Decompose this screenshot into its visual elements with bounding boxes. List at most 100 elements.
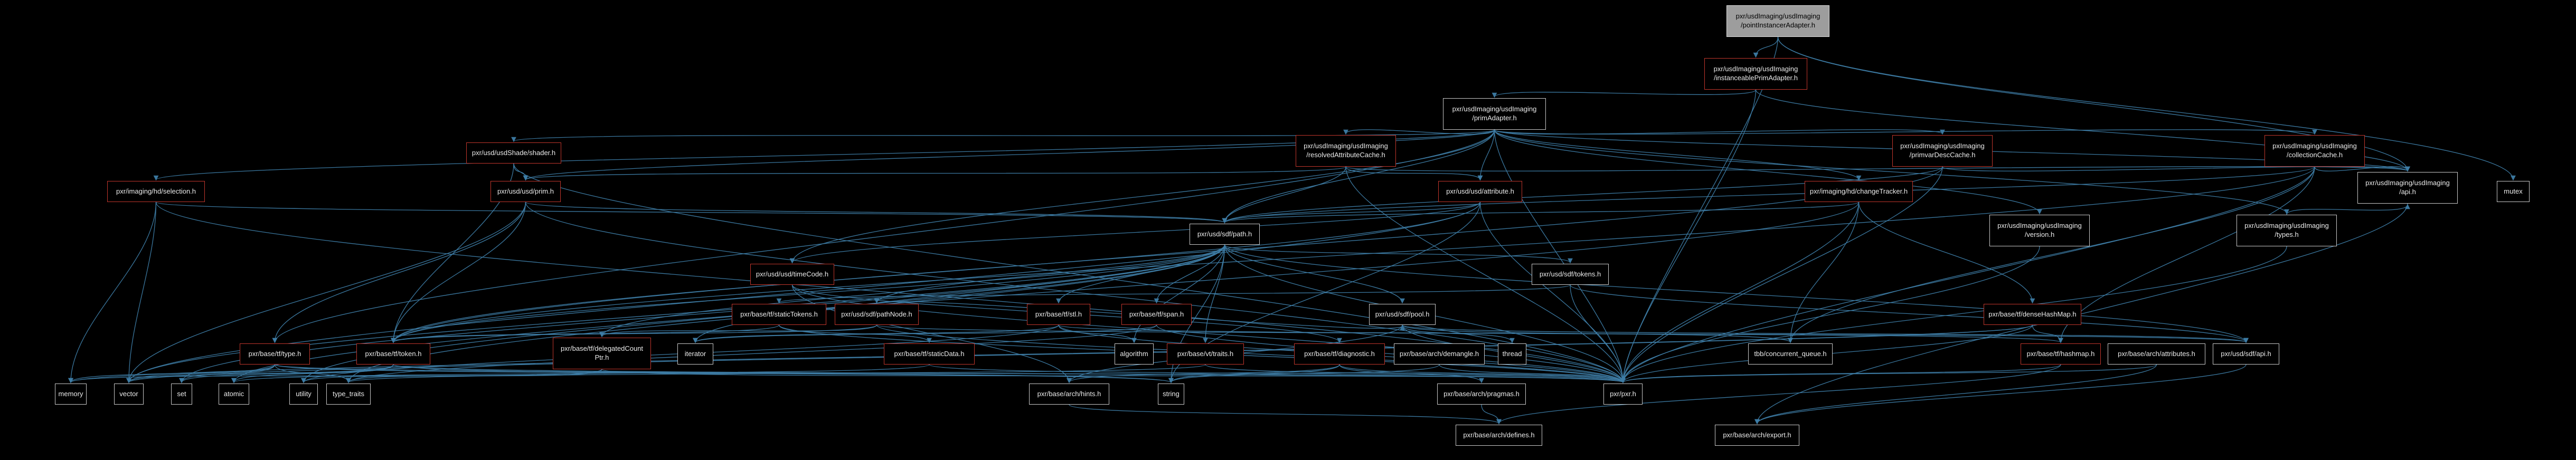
graph-node-statictokens[interactable]: pxr/base/tf/staticTokens.h [732,304,826,325]
graph-node-label: pxr/usdImaging/usdImaging [1997,222,2082,230]
graph-node-pxr[interactable]: pxr/pxr.h [1603,384,1643,405]
graph-node-pathnode[interactable]: pxr/usd/sdf/pathNode.h [835,304,919,325]
graph-node-label: pxr/base/arch/export.h [1723,430,1791,439]
include-edge-tftype-to-typetraits [274,364,351,384]
graph-node-staticdata[interactable]: pxr/base/tf/staticData.h [884,343,975,365]
graph-node-label: tbb/concurrent_queue.h [1754,349,1827,358]
graph-node-pa[interactable]: pxr/usdImaging/usdImaging/primAdapter.h [1443,98,1546,130]
graph-node-stl[interactable]: pxr/base/tf/stl.h [1027,304,1090,325]
include-edge-ipa-to-pa [1492,89,1757,98]
include-edge-dcp-to-utility [301,369,602,384]
graph-node-densehash[interactable]: pxr/base/tf/denseHashMap.h [1984,304,2081,325]
graph-node-tbbq: tbb/concurrent_queue.h [1748,343,1833,365]
graph-node-diag[interactable]: pxr/base/tf/diagnostic.h [1294,343,1385,365]
graph-node-label: /api.h [2399,188,2416,196]
graph-node-label: iterator [684,349,706,358]
graph-node-pool[interactable]: pxr/usd/sdf/pool.h [1369,304,1436,325]
include-edge-pa-to-cc [1494,129,2317,135]
include-edge-pa-to-attr [1477,129,1495,181]
include-edge-prim-to-vector [126,202,526,384]
graph-node-label: pxr/base/tf/type.h [248,349,301,358]
include-edge-diag-to-pxr [1339,364,1626,384]
graph-node-label: pxr/imaging/hd/selection.h [116,187,196,195]
include-edge-archhints-to-archdefines [1069,404,1502,425]
graph-node-hashmap[interactable]: pxr/base/tf/hashmap.h [2021,343,2101,365]
include-edge-timecode-to-pxr [791,284,1626,384]
graph-node-pia: pxr/usdImaging/usdImaging/pointInstancer… [1726,5,1829,37]
graph-node-label: pxr/usd/sdf/path.h [1197,229,1252,238]
include-edge-tftype-to-set [179,364,276,384]
graph-node-string: string [1158,384,1184,405]
graph-node-sdftokens[interactable]: pxr/usd/sdf/tokens.h [1532,264,1609,285]
include-edge-span-to-iterator [693,324,1157,343]
graph-node-label: pxr/base/tf/delegatedCount [560,344,644,353]
graph-node-cc[interactable]: pxr/usdImaging/usdImaging/collectionCach… [2264,135,2365,167]
include-edge-sel-to-memory [68,202,157,384]
include-edge-prim-to-tftype [272,202,526,343]
include-edge-statictokens-to-staticdata [778,324,932,343]
include-edge-path-to-pathnode [874,244,1225,304]
graph-node-archdefines[interactable]: pxr/base/arch/defines.h [1456,425,1542,446]
graph-node-label: pxr/base/tf/span.h [1129,310,1184,318]
graph-node-vttraits[interactable]: pxr/base/vt/traits.h [1167,343,1244,365]
graph-node-shader[interactable]: pxr/usd/usdShade/shader.h [466,142,561,164]
include-edge-diag-to-archpragmas [1339,364,1484,384]
graph-node-label: /primvarDescCache.h [1909,151,1976,159]
graph-node-label: pxr/base/tf/staticData.h [894,349,965,358]
graph-node-types[interactable]: pxr/usdImaging/usdImaging/types.h [2237,215,2337,246]
graph-node-label: pxr/base/vt/traits.h [1177,349,1234,358]
include-edge-diag-to-string [1168,364,1340,384]
graph-node-typetraits: type_traits [326,384,371,405]
include-edge-dcp-to-typetraits [346,369,602,384]
graph-node-rac[interactable]: pxr/usdImaging/usdImaging/resolvedAttrib… [1296,135,1396,167]
graph-node-label: Ptr.h [595,353,609,361]
include-edge-path-to-sdftokens [1224,244,1573,264]
graph-node-label: /types.h [2275,231,2299,238]
graph-node-version[interactable]: pxr/usdImaging/usdImaging/version.h [1989,215,2090,246]
include-edge-vttraits-to-typetraits [346,364,1206,384]
graph-node-pdc[interactable]: pxr/usdImaging/usdImaging/primvarDescCac… [1892,135,1993,167]
graph-node-archpragmas[interactable]: pxr/base/arch/pragmas.h [1437,384,1526,405]
graph-node-archdemangle[interactable]: pxr/base/arch/demangle.h [1394,343,1485,365]
graph-node-timecode[interactable]: pxr/usd/usd/timeCode.h [750,264,834,285]
include-edge-cc-to-path [1222,166,2315,224]
graph-node-tftoken[interactable]: pxr/base/tf/token.h [356,343,430,365]
graph-node-label: pxr/usdImaging/usdImaging [1304,142,1388,150]
include-edge-archattr-to-pxr [1620,364,2157,384]
graph-node-utility: utility [289,384,318,405]
graph-node-ipa[interactable]: pxr/usdImaging/usdImaging/instanceablePr… [1704,58,1807,90]
graph-node-path[interactable]: pxr/usd/sdf/path.h [1190,224,1260,245]
graph-node-label: pxr/base/tf/diagnostic.h [1304,349,1375,358]
graph-node-api[interactable]: pxr/usdImaging/usdImaging/api.h [2357,172,2458,204]
graph-node-label: pxr/base/tf/stl.h [1035,310,1082,318]
include-edge-tftype-to-string [274,364,1174,384]
graph-node-ct[interactable]: pxr/imaging/hd/changeTracker.h [1805,181,1913,202]
graph-node-tftype[interactable]: pxr/base/tf/type.h [240,343,310,365]
include-edge-archdemangle-to-pxr [1439,364,1626,384]
graph-node-span[interactable]: pxr/base/tf/span.h [1121,304,1192,325]
include-edge-pa-to-sel [154,129,1495,181]
include-edge-archattr-to-archexport [1754,364,2157,425]
graph-node-label: pxr/base/tf/hashmap.h [2026,349,2095,358]
include-edge-path-to-sdfapi [1224,244,2249,343]
graph-node-archattr[interactable]: pxr/base/arch/attributes.h [2108,343,2205,365]
graph-node-set: set [171,384,192,405]
graph-node-label: /version.h [2024,231,2055,238]
graph-node-sel[interactable]: pxr/imaging/hd/selection.h [107,181,205,202]
graph-node-sdfapi[interactable]: pxr/usd/sdf/api.h [2213,343,2279,365]
graph-node-archhints[interactable]: pxr/base/arch/hints.h [1029,384,1109,405]
include-edge-pia-to-mutex [1777,36,2516,181]
graph-node-attr[interactable]: pxr/usd/usd/attribute.h [1438,181,1522,202]
graph-node-label: pxr/base/tf/denseHashMap.h [1988,310,2077,318]
graph-node-label: pxr/usdImaging/usdImaging [2365,179,2450,187]
include-edge-tftype-to-memory [68,364,276,384]
graph-node-archexport[interactable]: pxr/base/arch/export.h [1715,425,1799,446]
include-edge-path-to-tftoken [391,244,1225,343]
graph-node-label: /primAdapter.h [1472,114,1517,122]
graph-node-prim[interactable]: pxr/usd/usd/prim.h [490,181,561,202]
graph-node-memory: memory [55,384,87,405]
graph-node-label: pxr/imaging/hd/changeTracker.h [1809,187,1908,195]
